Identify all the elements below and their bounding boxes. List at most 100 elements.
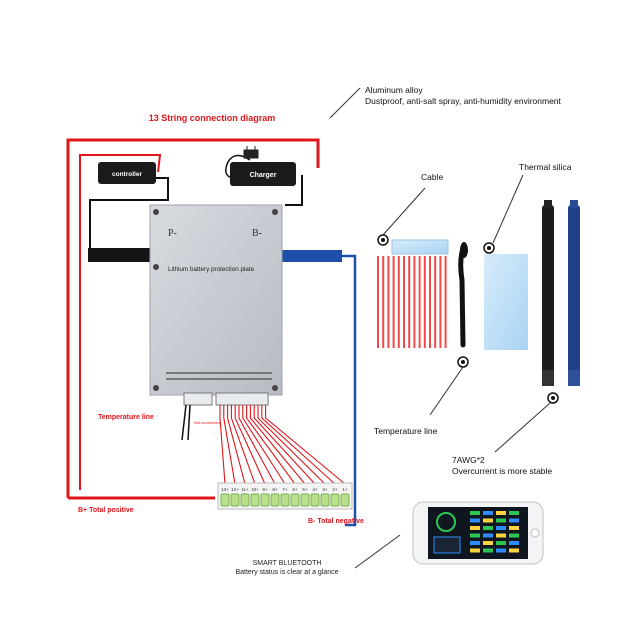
awg-wire-black-tip xyxy=(544,200,552,208)
temp-connector xyxy=(183,392,213,406)
cell-label: 1+ xyxy=(342,487,348,492)
phone-cell-bar xyxy=(470,518,480,523)
balance-wire xyxy=(238,405,276,485)
phone-cell-bar xyxy=(483,511,493,515)
plate-screw xyxy=(153,209,159,215)
awg-wire-black xyxy=(542,205,554,385)
charger-plug-icon xyxy=(243,146,259,159)
bluetooth-subtitle: Battery status is clear at a glance xyxy=(235,569,338,576)
phone-cell-bar xyxy=(509,533,519,538)
phone-cell-bar xyxy=(509,541,519,545)
blue-wire-b-minus xyxy=(340,254,357,527)
phone-cell-bar xyxy=(483,518,493,523)
phone-cell-bar xyxy=(496,541,506,545)
battery-cell xyxy=(270,493,280,507)
battery-cell xyxy=(230,493,240,507)
phone-cell-bar xyxy=(470,533,480,538)
battery-cell xyxy=(320,493,330,507)
balance-wire xyxy=(227,405,246,485)
balance-wire xyxy=(261,405,336,485)
battery-cell xyxy=(290,493,300,507)
awg-wire-blue-end xyxy=(568,370,580,386)
phone-cell-bar xyxy=(509,518,519,523)
battery-cell xyxy=(240,493,250,507)
balance-wire xyxy=(257,405,326,485)
balance-wire xyxy=(249,405,306,485)
controller-label: controller xyxy=(112,171,142,178)
balance-wires xyxy=(219,405,346,485)
red-wire-b-plus xyxy=(66,138,320,498)
plate-screw xyxy=(272,209,278,215)
plate-screw xyxy=(153,385,159,391)
phone-soc-gauge xyxy=(436,512,456,532)
phone-info-panel xyxy=(433,536,461,554)
thermal-silica-pad xyxy=(484,254,528,350)
awg-wire-blue xyxy=(568,205,580,385)
cell-label: 7+ xyxy=(282,487,288,492)
b-minus-label: B- xyxy=(252,228,262,239)
thermal-silica-label: Thermal silica xyxy=(519,162,572,172)
temperature-probe-tip xyxy=(460,242,468,258)
b-plus-label: B+ Total positive xyxy=(78,507,134,514)
b-minus-total-label: B- Total negative xyxy=(308,518,364,525)
bluetooth-title: SMART BLUETOOTH xyxy=(253,560,322,567)
balance-wire xyxy=(230,405,256,485)
cell-label: 4+ xyxy=(312,487,318,492)
cable-label: Cable xyxy=(421,172,443,182)
battery-cell xyxy=(310,493,320,507)
awg-wire-blue-tip xyxy=(570,200,578,208)
cell-label: 12+ xyxy=(231,487,239,492)
not-connected-label: Not connected xyxy=(194,420,220,425)
phone-cell-bar xyxy=(483,541,493,545)
aluminum-line2: Dustproof, anti-salt spray, anti-humidit… xyxy=(365,96,562,106)
cable-connector xyxy=(391,239,449,255)
thermal-callout-line xyxy=(492,174,524,244)
p-minus-cable xyxy=(88,248,150,262)
phone-cell-bar xyxy=(496,526,506,530)
plate-screw xyxy=(272,385,278,391)
protection-plate xyxy=(149,204,283,396)
cable-marker-dot xyxy=(381,238,385,242)
phone-cell-bar xyxy=(483,533,493,538)
balance-wire xyxy=(223,405,236,485)
black-wire-charger xyxy=(285,175,303,206)
balance-wire xyxy=(253,405,316,485)
controller-box xyxy=(98,162,156,184)
black-wire-controller xyxy=(89,177,169,258)
phone-cell-bar xyxy=(470,526,480,530)
phone-cell-bar xyxy=(496,518,506,523)
cell-label: 11+ xyxy=(241,487,249,492)
phone-cell-bar xyxy=(483,548,493,553)
battery-cell xyxy=(280,493,290,507)
awg-wire-black-end xyxy=(542,370,554,386)
balance-wire xyxy=(265,405,346,485)
phone-cell-bar xyxy=(509,511,519,515)
thermal-marker-dot xyxy=(487,246,491,250)
red-wire-controller xyxy=(79,154,162,490)
diagram-title: 13 String connection diagram xyxy=(149,113,276,123)
phone-cell-bar xyxy=(496,548,506,553)
plate-label: Lithium battery protection plate xyxy=(168,266,255,273)
balance-connector xyxy=(215,392,269,406)
balance-wire xyxy=(219,405,226,485)
temperature-line-label: Temperature line xyxy=(98,414,154,421)
plate-screw xyxy=(153,264,159,270)
wire-gauge-label: 7AWG*2 xyxy=(452,455,485,465)
phone-cell-bar xyxy=(496,533,506,538)
phone-cell-bar xyxy=(509,548,519,553)
wire-marker-dot xyxy=(551,396,555,400)
cell-label: 2+ xyxy=(332,487,338,492)
cells-group: 13+12+11+10+9+8+7+6+5+4+3+2+1+ xyxy=(220,487,350,507)
bluetooth-callout-line xyxy=(354,534,401,569)
cell-label: 3+ xyxy=(322,487,328,492)
phone-cell-bar xyxy=(470,541,480,545)
phone-cell-bar xyxy=(483,526,493,530)
plate-pin-text xyxy=(166,378,272,380)
balance-wire xyxy=(242,405,286,485)
cell-label: 5+ xyxy=(302,487,308,492)
balance-wire xyxy=(246,405,296,485)
temperature-callout-line xyxy=(429,366,464,416)
temperature-line-right-label: Temperature line xyxy=(374,426,438,436)
battery-cell xyxy=(250,493,260,507)
aluminum-line1: Aluminum alloy xyxy=(365,85,423,95)
